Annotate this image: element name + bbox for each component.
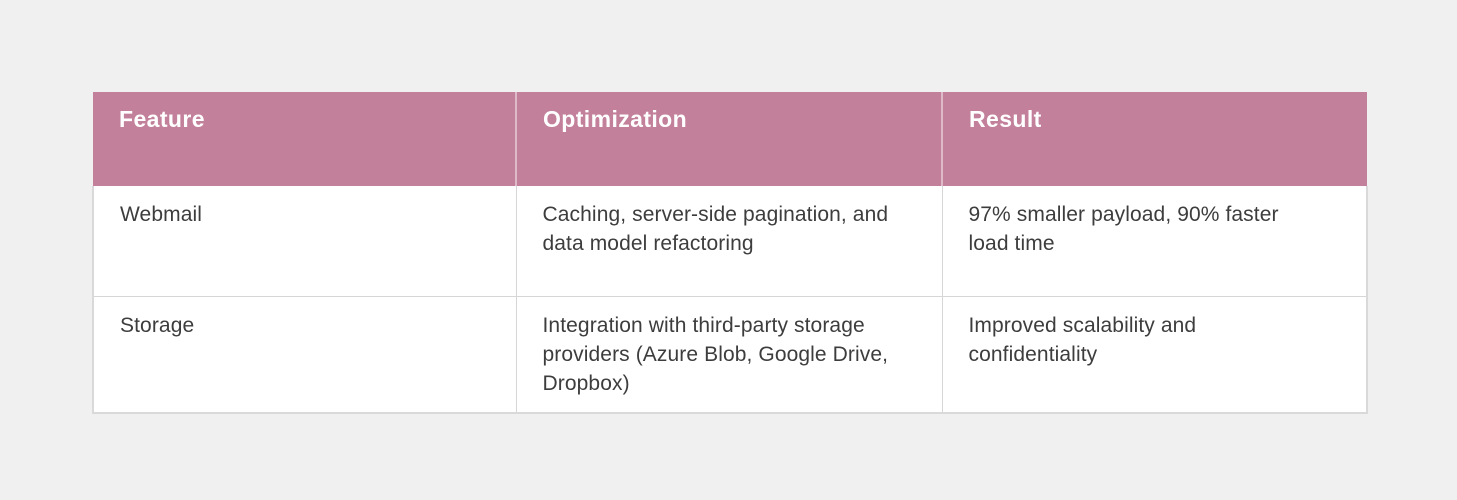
table-row-storage: Storage Integration with third-party sto… <box>92 295 1368 414</box>
cell-webmail-result: 97% smaller payload, 90% faster load tim… <box>941 186 1368 297</box>
cell-webmail-optimization: Caching, server-side pagination, and dat… <box>515 186 943 297</box>
cell-storage-optimization: Integration with third-party storage pro… <box>515 295 943 414</box>
column-header-feature: Feature <box>93 92 516 186</box>
cell-storage-feature: Storage <box>92 295 517 414</box>
table-row-webmail: Webmail Caching, server-side pagination,… <box>92 186 1368 297</box>
cell-webmail-feature: Webmail <box>92 186 517 297</box>
feature-optimization-table: Feature Optimization Result Webmail Cach… <box>92 92 1368 414</box>
cell-storage-result: Improved scalability and confidentiality <box>941 295 1368 414</box>
column-header-optimization: Optimization <box>515 92 942 186</box>
column-header-result: Result <box>941 92 1367 186</box>
feature-optimization-table-container: Feature Optimization Result Webmail Cach… <box>92 92 1368 414</box>
table-header-row: Feature Optimization Result <box>93 92 1367 186</box>
